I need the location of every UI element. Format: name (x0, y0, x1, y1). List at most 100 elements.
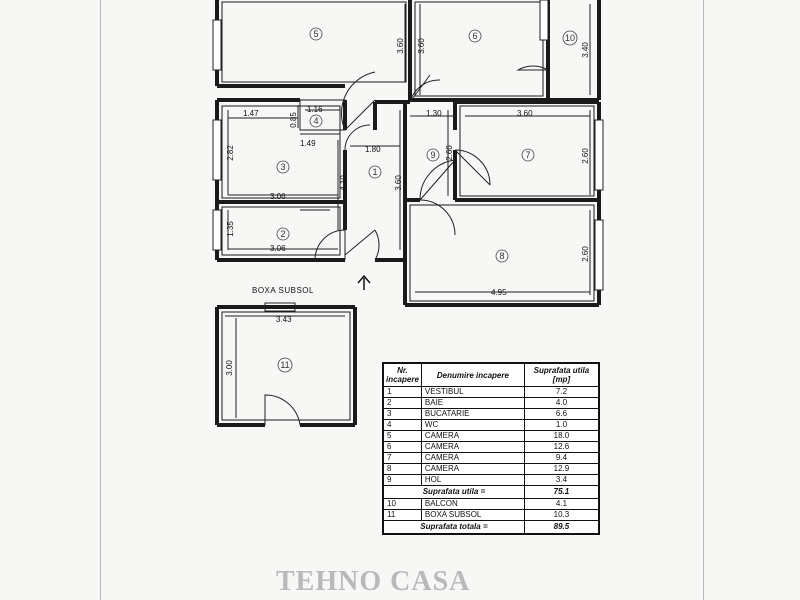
subtotal-value: 75.1 (523, 485, 600, 499)
room-number: 4 (313, 116, 318, 126)
room-number: 3 (280, 162, 285, 172)
entry-arrow-icon (357, 274, 371, 290)
dim-label: 2.60 (581, 246, 590, 262)
dim-label: 3.00 (225, 360, 234, 376)
dim-label: 3.60 (394, 175, 403, 191)
dim-label: 1.30 (426, 109, 442, 118)
dim-label: 2.60 (445, 145, 454, 161)
cell-name: VESTIBUL (420, 386, 525, 398)
room-number: 7 (525, 150, 530, 160)
room-number: 6 (472, 31, 477, 41)
cell-name: WC (420, 419, 525, 431)
cell-nr: 1 (382, 386, 422, 398)
cell-name: BUCATARIE (420, 408, 525, 420)
dimension-labels: 3.60 3.60 3.40 1.47 1.16 0.85 1.49 1.80 … (226, 38, 590, 297)
page-border-right (703, 0, 704, 600)
cell-area: 18.0 (523, 430, 600, 442)
cell-nr: 10 (382, 498, 422, 510)
dim-label: 0.85 (289, 112, 298, 128)
dim-label: 1.49 (300, 139, 316, 148)
room-number: 11 (280, 360, 289, 370)
cell-nr: 5 (382, 430, 422, 442)
cell-nr: 8 (382, 463, 422, 475)
dim-label: 3.60 (417, 38, 426, 54)
cell-name: BAIE (420, 397, 525, 409)
storage-label: BOXA SUBSOL (252, 286, 314, 295)
dim-label: 2.82 (226, 145, 235, 161)
total-value: 89.5 (523, 520, 600, 535)
room-number: 10 (565, 33, 575, 43)
cell-nr: 7 (382, 452, 422, 464)
header-area: Suprafata utila [mp] (523, 362, 600, 387)
dim-label: 1.35 (226, 221, 235, 237)
cell-name: CAMERA (420, 463, 525, 475)
header-nr: Nr. incapere (382, 362, 422, 387)
room-number: 9 (430, 150, 435, 160)
dim-label: 4.95 (491, 288, 507, 297)
cell-area: 6.6 (523, 408, 600, 420)
room-number: 2 (280, 229, 285, 239)
cell-area: 12.9 (523, 463, 600, 475)
room-markers: 5 6 10 4 3 1 9 7 2 8 11 (276, 27, 578, 373)
dim-label: 3.60 (517, 109, 533, 118)
cell-area: 4.0 (523, 397, 600, 409)
dim-label: 1.16 (307, 105, 323, 114)
cell-name: CAMERA (420, 441, 525, 453)
room-number: 8 (499, 251, 504, 261)
cell-area: 9.4 (523, 452, 600, 464)
cell-nr: 4 (382, 419, 422, 431)
walls (215, 0, 601, 307)
header-name: Denumire incapere (420, 362, 525, 387)
cell-area: 12.6 (523, 441, 600, 453)
cell-nr: 6 (382, 441, 422, 453)
cell-name: HOL (420, 474, 525, 486)
cell-area: 1.0 (523, 419, 600, 431)
cell-nr: 11 (382, 509, 422, 521)
dim-label: 1.47 (243, 109, 259, 118)
cell-area: 7.2 (523, 386, 600, 398)
dim-label: 3.06 (270, 244, 286, 253)
cell-area: 4.1 (523, 498, 600, 510)
cell-name: BOXA SUBSOL (420, 509, 525, 521)
dim-label: 4.10 (339, 175, 348, 191)
table-header-row: Nr. incapere Denumire incapere Suprafata… (382, 362, 600, 387)
dim-label: 3.40 (581, 42, 590, 58)
inner-lines (221, 1, 595, 302)
room-number: 1 (372, 167, 377, 177)
dim-label: 1.80 (365, 145, 381, 154)
dimension-lines (227, 4, 591, 295)
dim-label: 3.60 (396, 38, 405, 54)
cell-name: CAMERA (420, 452, 525, 464)
cell-name: BALCON (420, 498, 525, 510)
area-table: Nr. incapere Denumire incapere Suprafata… (382, 362, 600, 535)
cell-nr: 3 (382, 408, 422, 420)
dim-label: 2.60 (581, 148, 590, 164)
cell-nr: 2 (382, 397, 422, 409)
subtotal-label: Suprafata utila = (382, 485, 525, 499)
page-border-left (100, 0, 101, 600)
storage-room: 3.43 3.00 (215, 305, 357, 427)
watermark-logo: TEHNO CASA (276, 566, 471, 597)
cell-nr: 9 (382, 474, 422, 486)
cell-name: CAMERA (420, 430, 525, 442)
total-row: Suprafata totala = 89.5 (382, 520, 600, 535)
dim-label: 3.43 (276, 315, 292, 324)
cell-area: 10.3 (523, 509, 600, 521)
cell-area: 3.4 (523, 474, 600, 486)
dim-label: 3.06 (270, 192, 286, 201)
total-label: Suprafata totala = (382, 520, 525, 535)
doors (299, 65, 549, 261)
room-number: 5 (313, 29, 318, 39)
